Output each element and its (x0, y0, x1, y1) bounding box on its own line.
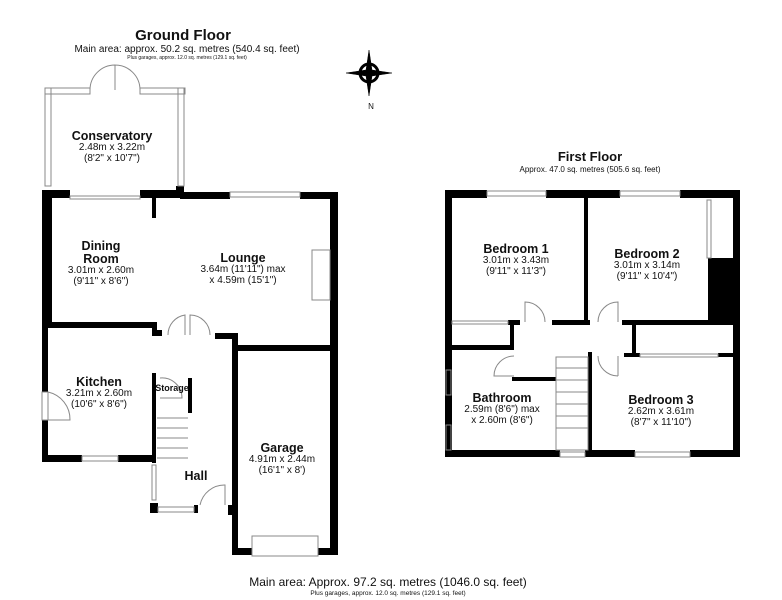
walls-ground (42, 186, 338, 555)
first-floor-area: Approx. 47.0 sq. metres (505.6 sq. feet) (519, 165, 661, 174)
compass-icon (345, 49, 393, 97)
ground-floor-area: Main area: approx. 50.2 sq. metres (540.… (74, 44, 300, 55)
ground-floor-garage-area: Plus garages, approx. 12.0 sq. metres (1… (127, 55, 247, 61)
first-floor-title: First Floor (557, 149, 623, 164)
footer-total-area: Main area: Approx. 97.2 sq. metres (1046… (249, 575, 527, 589)
room-storage: Storage (155, 383, 189, 393)
footer-garage-area: Plus garages, approx. 12.0 sq. metres (1… (310, 590, 466, 597)
ground-floor-title: Ground Floor (135, 27, 231, 44)
room-hall: Hall (184, 469, 208, 483)
walls-first (445, 190, 740, 457)
windows-first (445, 190, 719, 458)
compass-north-label: N (368, 102, 374, 111)
windows-ground (41, 64, 331, 557)
